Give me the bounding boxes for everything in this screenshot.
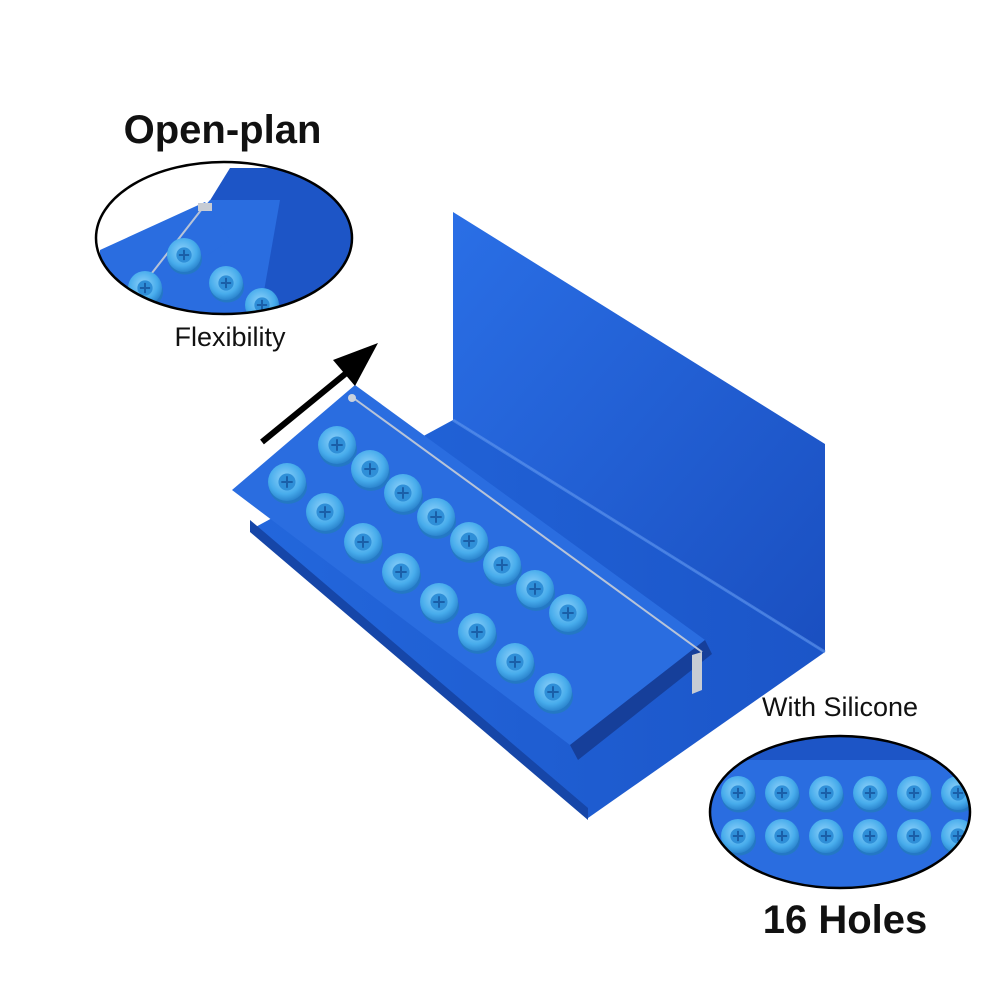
silicone-grommet [382, 553, 421, 594]
open-plan-detail-inset [94, 160, 354, 316]
silicone-grommet [417, 498, 456, 539]
tray-back-panel [453, 212, 825, 652]
silicone-grommet [483, 546, 522, 587]
silicone-detail-inset [708, 734, 972, 890]
silicone-grommet [344, 523, 383, 564]
silicone-grommet [534, 673, 573, 714]
flexibility-caption: Flexibility [174, 322, 286, 352]
silicone-grommet [809, 819, 844, 856]
hole-plate-side [570, 640, 712, 760]
silicone-grommet [209, 266, 244, 303]
silicone-grommet [853, 776, 888, 813]
silicone-grommet [765, 819, 800, 856]
silicone-holes [268, 426, 588, 714]
hole-plate [232, 385, 705, 745]
silicone-grommet [721, 776, 756, 813]
tray-front-edge [250, 520, 588, 820]
silicone-grommet [809, 776, 844, 813]
silicone-grommet [420, 583, 459, 624]
silicone-grommet [897, 819, 932, 856]
silicone-grommet [516, 570, 555, 611]
hinge-clip [692, 652, 702, 694]
silicone-grommet [897, 776, 932, 813]
silicone-grommet [167, 238, 202, 275]
silicone-grommet [549, 594, 588, 635]
silicone-grommet [268, 463, 307, 504]
fold-highlight [452, 418, 826, 654]
silicone-grommet [384, 474, 423, 515]
bur-holder-tray [232, 212, 826, 820]
silicone-grommet [450, 522, 489, 563]
silicone-grommet [351, 450, 390, 491]
silicone-grommet [496, 643, 535, 684]
hinge-pin [351, 396, 703, 653]
with-silicone-caption: With Silicone [761, 692, 919, 722]
silicone-grommet [318, 426, 357, 467]
direction-arrow [260, 343, 378, 445]
silicone-grommet [941, 819, 970, 856]
silicone-grommet [721, 819, 756, 856]
silicone-grommet [765, 776, 800, 813]
open-plan-title: Open-plan [123, 108, 322, 152]
hinge-end [348, 394, 356, 402]
silicone-grommet [458, 613, 497, 654]
silicone-grommet [853, 819, 888, 856]
hole-count-title: 16 Holes [762, 898, 928, 942]
silicone-grommet [306, 493, 345, 534]
